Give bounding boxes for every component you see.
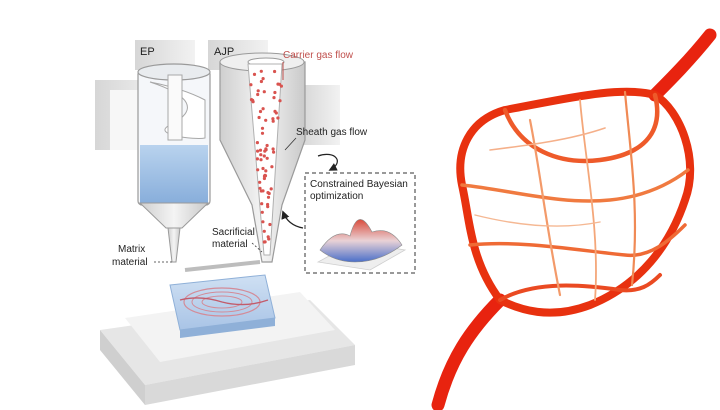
particle-dot [271,119,275,123]
particle-dot [262,154,266,158]
loop-arrow-bottom [281,210,304,229]
particle-dot [258,186,262,190]
particle-dot [266,202,270,207]
printed-substrate [169,274,276,338]
sacrificial-label-line1: Sacrificial [212,227,255,238]
particle-dot [267,191,271,196]
carrier-gas-label: Carrier gas flow [283,50,354,61]
optimization-label-line2: optimization [310,191,363,202]
particle-dot [262,90,266,94]
particle-dot [252,72,257,76]
ep-syringe [137,63,211,263]
particle-dot [262,229,266,233]
optimization-label-line1: Constrained Bayesian [310,179,408,190]
particle-dot [269,187,273,191]
particle-dot [258,180,262,184]
printer-schematic: EP AJP Carrier gas flow Sheath gas flow … [95,40,368,405]
particle-dot [271,147,275,151]
particle-dot [259,158,263,162]
particle-dot [261,166,265,171]
particle-dot [264,118,268,122]
surface-plot [316,219,407,271]
particle-dot [261,189,265,193]
ajp-side-block [300,85,340,145]
particle-dot [270,165,274,169]
particle-dot [261,220,265,224]
particle-dot [260,131,265,135]
particle-dot [260,126,265,130]
optimization-panel: Constrained Bayesian optimization [281,153,416,274]
particle-dot [249,98,254,102]
particle-dot [263,240,267,244]
particle-dot [263,174,268,178]
particle-dot [268,222,272,227]
particle-dot [276,116,280,120]
base-platform-front [145,345,355,405]
sacrificial-label-line2: material [212,239,248,250]
ajp-label: AJP [214,46,234,58]
aerosol-particles [249,69,283,244]
particle-dot [258,148,263,152]
particle-dot [271,117,275,121]
particle-dot [255,141,259,145]
particle-dot [260,202,264,206]
ep-side-block-face [110,90,140,150]
particle-dot [272,96,276,100]
particle-dot [264,169,268,173]
particle-dot [265,156,269,160]
sheath-gas-label: Sheath gas flow [296,127,368,138]
particle-dot [273,109,277,113]
particle-dot [259,69,263,73]
particle-dot [279,84,283,88]
particle-dot [266,195,271,199]
particle-dot [257,115,261,120]
ep-ink [140,145,208,203]
particle-dot [273,69,277,74]
particle-dot [260,210,264,214]
loop-arrow-top [317,153,338,171]
particle-dot [259,79,263,84]
particle-dot [256,92,260,97]
matrix-label-line1: Matrix [118,244,145,255]
particle-dot [278,99,282,103]
particle-dot [256,89,260,93]
particle-dot [261,77,265,81]
particle-dot [262,176,266,181]
particle-dot [259,153,263,157]
particle-dot [255,157,259,161]
particle-dot [273,90,277,95]
particle-dot [249,83,253,87]
ajp-nozzle [219,52,306,263]
ep-label: EP [140,46,155,58]
sacrificial-filament [184,260,261,272]
particle-dot [265,143,269,148]
particle-dot [266,235,270,239]
matrix-label-line2: material [112,257,148,268]
base-platform-side [100,330,145,405]
particle-dot [256,149,260,153]
particle-dot [263,149,267,153]
particle-dot [256,168,260,172]
particle-dot [272,150,276,154]
sheath-gas-pointer [284,137,297,151]
particle-dot [261,107,265,111]
vascular-network [431,28,717,410]
particle-dot [258,109,263,114]
